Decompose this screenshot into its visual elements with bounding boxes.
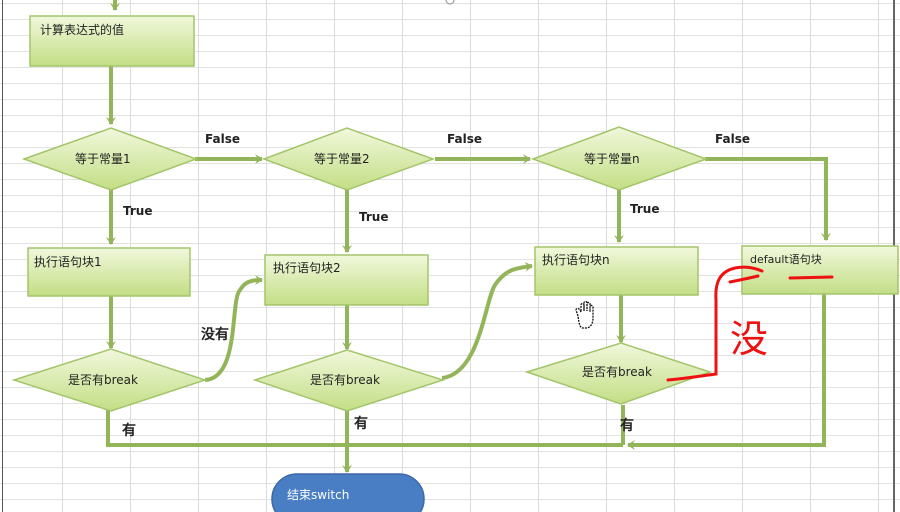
blockn-label: 执行语句块n bbox=[542, 253, 610, 267]
casen-label: 等于常量n bbox=[584, 152, 640, 166]
block2-label: 执行语句块2 bbox=[273, 261, 341, 275]
blockn-node[interactable]: 执行语句块n bbox=[534, 246, 699, 296]
edge-label-false-n: False bbox=[715, 132, 750, 146]
breakn-label: 是否有break bbox=[582, 365, 652, 379]
block2-node[interactable]: 执行语句块2 bbox=[264, 254, 429, 306]
casen-decision[interactable]: 等于常量n bbox=[530, 126, 709, 191]
edge-label-has-break-2: 有 bbox=[354, 415, 368, 432]
case1-decision[interactable]: 等于常量1 bbox=[21, 127, 199, 191]
edge-label-has-break-n: 有 bbox=[620, 417, 634, 434]
default-block-label: default语句块 bbox=[750, 253, 822, 266]
case2-label: 等于常量2 bbox=[314, 152, 370, 166]
red-ink-annotation: 没 bbox=[666, 265, 834, 382]
connectors bbox=[106, 0, 831, 473]
edge-label-no-break: 没有 bbox=[201, 326, 229, 343]
handwritten-mei-char: 没 bbox=[730, 317, 768, 361]
evaluate-expression-node[interactable]: 计算表达式的值 bbox=[29, 15, 195, 67]
default-block-node[interactable]: default语句块 bbox=[741, 245, 899, 295]
case2-decision[interactable]: 等于常量2 bbox=[261, 127, 436, 191]
edge-label-true-1: True bbox=[123, 204, 152, 218]
end-switch-node[interactable]: 结束switch bbox=[271, 473, 425, 512]
edge-label-false-2: False bbox=[447, 132, 482, 146]
block1-label: 执行语句块1 bbox=[34, 255, 102, 269]
case1-label: 等于常量1 bbox=[75, 152, 131, 166]
edge-label-has-break-1: 有 bbox=[122, 422, 136, 439]
break1-label: 是否有break bbox=[68, 373, 138, 387]
edge-label-false-1: False bbox=[205, 132, 240, 146]
drawing-frame-left bbox=[2, 0, 3, 512]
block1-node[interactable]: 执行语句块1 bbox=[27, 247, 191, 297]
edge-label-true-2: True bbox=[359, 210, 388, 224]
hand-cursor-icon bbox=[575, 300, 594, 329]
edge-label-true-n: True bbox=[630, 202, 659, 216]
evaluate-expression-label: 计算表达式的值 bbox=[40, 22, 124, 37]
selection-handle-top[interactable] bbox=[445, 0, 455, 5]
break2-label: 是否有break bbox=[310, 373, 380, 387]
break1-decision[interactable]: 是否有break bbox=[11, 348, 208, 412]
breakn-decision[interactable]: 是否有break bbox=[524, 342, 713, 405]
break2-decision[interactable]: 是否有break bbox=[252, 349, 446, 412]
end-switch-label: 结束switch bbox=[287, 488, 349, 502]
